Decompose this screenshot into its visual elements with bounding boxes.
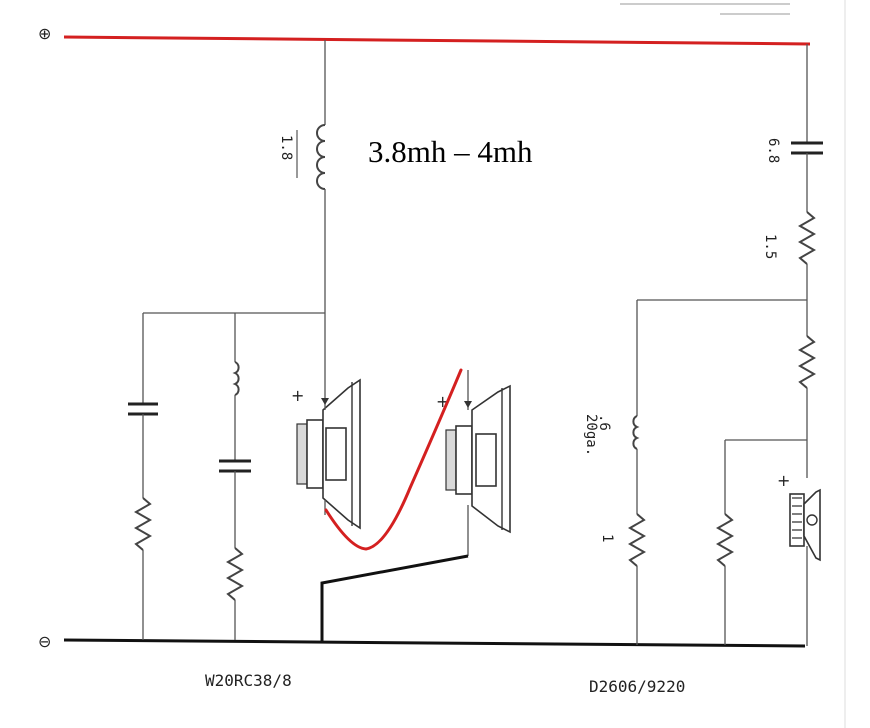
woofer-driver-1 (296, 378, 361, 530)
branch2-resistor (225, 547, 245, 601)
tweeter-polarity: + (777, 471, 790, 490)
inductor-value-annotation: 3.8mh – 4mh (368, 134, 533, 169)
tweeter-driver (789, 488, 821, 562)
woofer-series-modification-wire (324, 368, 463, 551)
positive-rail (63, 35, 811, 46)
positive-terminal-symbol: ⊕ (38, 24, 51, 43)
negative-terminal-symbol: ⊖ (38, 632, 51, 651)
woofer-driver-1-polarity: + (291, 386, 304, 405)
branch1-resistor (133, 497, 153, 551)
tweeter-parallel-resistor (715, 513, 735, 567)
woofer-return-wire (320, 554, 469, 642)
tweeter-resistor-label: 1.5 (762, 234, 778, 259)
woofer-driver-1-terminal-arrow (321, 398, 329, 405)
tweeter-inductor-label-gauge: 20ga. (583, 414, 599, 456)
tweeter-inductor-label-value: .6 (596, 414, 612, 431)
tweeter-series-resistor (797, 211, 817, 265)
tweeter-shunt-resistor-label: 1 (599, 534, 615, 542)
tweeter-shunt-resistor (627, 513, 647, 567)
woofer-model-label: W20RC38/8 (205, 671, 292, 690)
woofer-driver-2-terminal-arrow (464, 401, 472, 408)
branch2-inductor (232, 361, 240, 396)
woofer-inductor-label: 1.8 (278, 135, 294, 160)
woofer-driver-2 (445, 384, 511, 534)
tweeter-capacitor-label: 6.8 (765, 138, 781, 163)
negative-rail (63, 638, 806, 648)
woofer-inductor (316, 124, 326, 190)
tweeter-model-label: D2606/9220 (589, 677, 685, 696)
tweeter-shunt-inductor (632, 415, 640, 450)
tweeter-attenuation-resistor (797, 335, 817, 389)
